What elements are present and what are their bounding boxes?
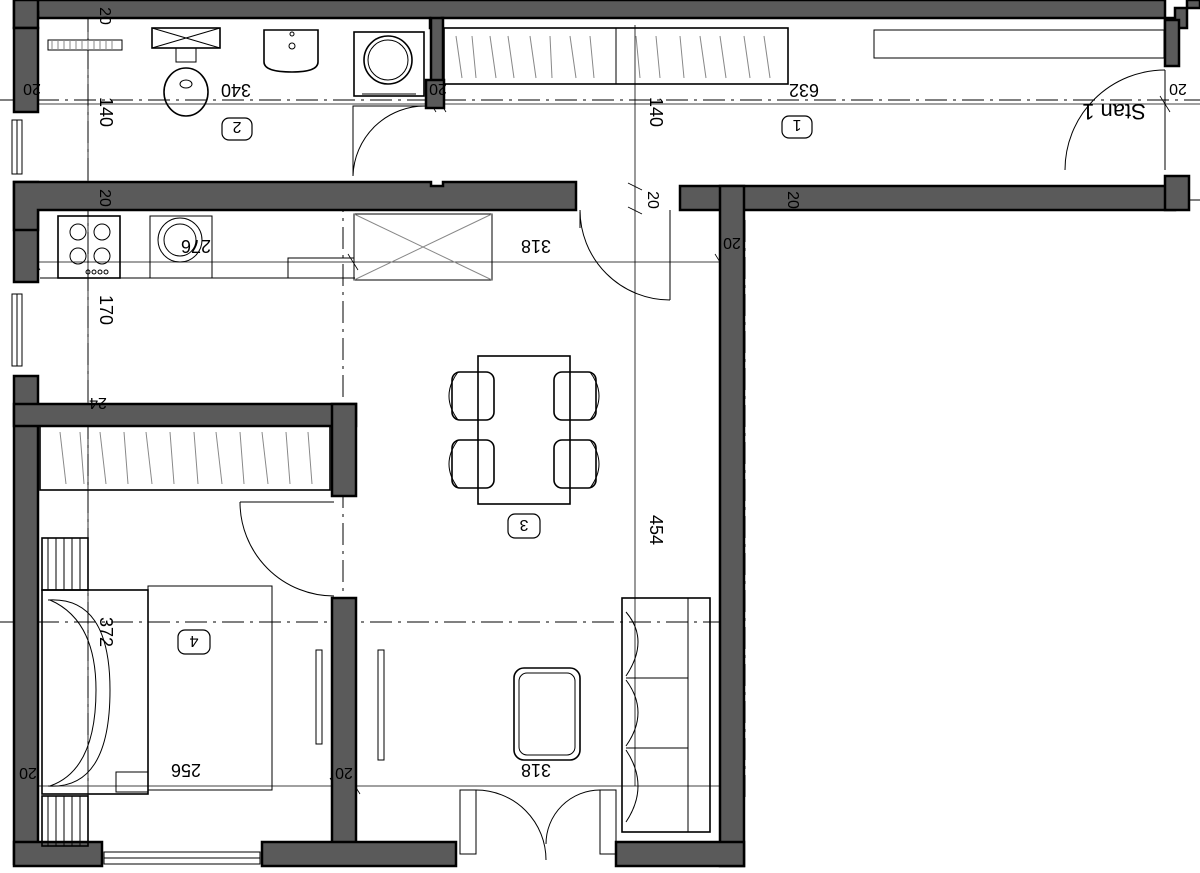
room-badge-1: 1 [781,115,813,139]
walls [12,0,1200,868]
wall-20-door-mid: 20 [644,191,661,209]
room-badge-2: 2 [221,117,253,141]
dim-170: 170 [96,295,116,325]
dim-256: 256 [171,760,201,780]
room-badge-3: 3 [507,513,541,539]
wall-20-bottom-left: 20 [19,764,37,781]
wall-20-right-side: 20 [723,234,741,251]
wall-thickness-labels: 20 20 20 20 20 20 20 20 20 20 24 [19,7,1187,781]
dim-372: 372 [96,617,116,647]
dim-140-left: 140 [96,97,116,127]
wall-20-left-top: 20 [23,80,41,97]
wall-20-mid-top: 20 [429,80,447,97]
sofa [513,597,711,833]
dim-140-right: 140 [646,97,666,127]
room-number-3: 3 [519,516,528,533]
wall-20-left-mid: 20 [96,189,113,207]
bathroom-fixtures [47,27,425,117]
dimension-labels: 340 632 140 140 276 318 170 454 372 256 … [96,80,819,780]
dim-454: 454 [646,515,666,545]
tv-panels [315,649,385,761]
kitchen-counter [40,213,493,281]
room-number-1: 1 [792,116,801,133]
bedroom-furniture [39,425,331,847]
wall-24-label: 24 [89,394,107,411]
room-number-4: 4 [189,632,198,649]
doors [239,69,1166,861]
dim-632: 632 [789,80,819,100]
dim-276: 276 [181,236,211,256]
hall-wardrobe [443,27,789,85]
dim-318-bottom: 318 [521,760,551,780]
dim-318-top: 318 [521,236,551,256]
wall-20-top-left: 20 [96,7,113,25]
axis-lines [0,10,1200,860]
dimension-lines [20,20,1200,860]
windows [11,29,1165,865]
dim-340: 340 [221,80,251,100]
wall-20-right-top: 20 [1169,80,1187,97]
room-number-2: 2 [232,118,241,135]
wall-20-bottom-mid: 20 [335,764,353,781]
room-badge-4: 4 [177,629,211,655]
apartment-label: Stan 1 [1082,99,1146,124]
dining-table [448,355,600,505]
wall-20-right-mid: 20 [784,191,801,209]
